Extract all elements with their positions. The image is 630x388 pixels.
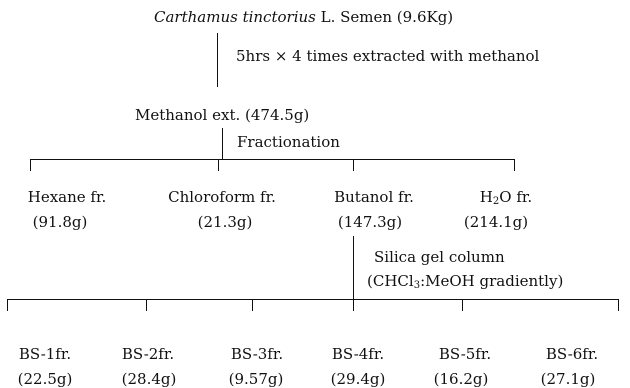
fraction-water-name-h: H [479, 188, 493, 206]
fraction-tick-hexane [30, 159, 32, 171]
fraction-chloroform-name: Chloroform fr. [168, 188, 276, 206]
source-species: Carthamus tinctorius [154, 8, 316, 26]
fraction-chloroform-amount: (21.3g) [197, 213, 253, 231]
fraction-butanol-amount: (147.3g) [337, 213, 403, 231]
eluent-prefix: (CHCl [367, 272, 414, 290]
eluent-suffix: :MeOH gradiently) [420, 272, 564, 290]
source-node: Carthamus tinctorius L. Semen (9.6Kg) [154, 8, 453, 26]
subfraction-2-amount: (28.4g) [121, 370, 177, 388]
subfraction-tick-5 [462, 299, 464, 311]
subfraction-4-name: BS-4fr. [331, 345, 385, 363]
subfraction-tick-4 [353, 299, 355, 311]
subfraction-6-name: BS-6fr. [545, 345, 599, 363]
fraction-hexane-amount: (91.8g) [32, 213, 88, 231]
fraction-tick-water [514, 159, 516, 171]
fraction-bracket-bar [30, 159, 514, 161]
step-extraction-label: 5hrs × 4 times extracted with methanol [236, 47, 540, 65]
subfraction-3-name: BS-3fr. [230, 345, 284, 363]
step-silica-column-label: Silica gel column [374, 248, 505, 266]
methanol-extract-node: Methanol ext. (474.5g) [135, 106, 310, 124]
subfraction-tick-6 [618, 299, 620, 311]
subfraction-4-amount: (29.4g) [330, 370, 386, 388]
subfraction-tick-2 [146, 299, 148, 311]
fraction-tick-butanol [353, 159, 355, 171]
fraction-water-name: H2O fr. [479, 188, 533, 207]
subfraction-tick-1 [7, 299, 9, 311]
subfraction-1-name: BS-1fr. [18, 345, 72, 363]
fraction-water-amount: (214.1g) [463, 213, 529, 231]
connector-extract-to-fractions [222, 128, 224, 160]
subfraction-6-amount: (27.1g) [540, 370, 596, 388]
fraction-tick-chloroform [218, 159, 220, 171]
fraction-hexane-name: Hexane fr. [27, 188, 107, 206]
subfraction-1-amount: (22.5g) [17, 370, 73, 388]
source-detail: L. Semen (9.6Kg) [315, 8, 454, 26]
subfraction-tick-3 [252, 299, 254, 311]
fraction-butanol-name: Butanol fr. [334, 188, 414, 206]
subfraction-5-amount: (16.2g) [433, 370, 489, 388]
subfraction-5-name: BS-5fr. [438, 345, 492, 363]
fraction-water-name-rest: O fr. [499, 188, 533, 206]
step-fractionation-label: Fractionation [237, 133, 340, 151]
connector-butanol-to-subfractions [353, 236, 355, 299]
subfraction-2-name: BS-2fr. [121, 345, 175, 363]
eluent-subscript: 3 [413, 280, 421, 291]
connector-source-to-extract [217, 33, 219, 87]
fraction-water-name-subscript: 2 [492, 196, 500, 207]
subfraction-3-amount: (9.57g) [228, 370, 284, 388]
subfraction-bracket-bar [7, 299, 618, 301]
step-eluent-label: (CHCl3:MeOH gradiently) [367, 272, 564, 291]
